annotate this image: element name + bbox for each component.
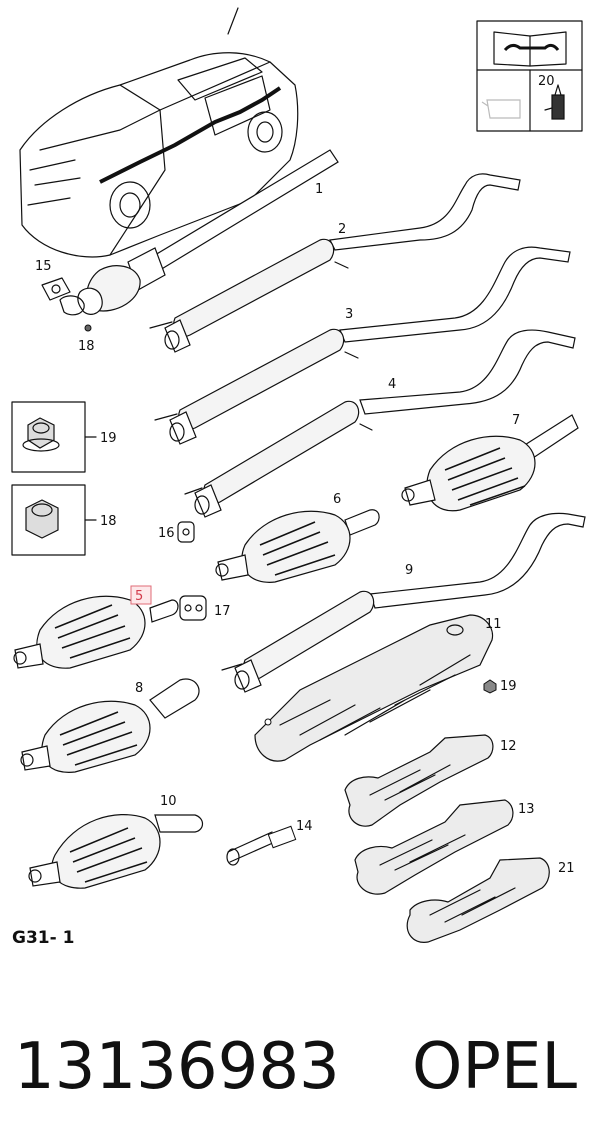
manual-book-icon xyxy=(493,31,567,67)
callout-9: 9 xyxy=(405,563,413,578)
legend-item-label: 20 xyxy=(538,74,555,89)
callout-5: 5 xyxy=(135,589,143,604)
part-14-clamp xyxy=(226,825,297,866)
part-15-gasket xyxy=(41,277,85,316)
callout-18-top: 18 xyxy=(78,339,95,354)
callout-13: 13 xyxy=(518,802,535,817)
callout-15: 15 xyxy=(35,259,52,274)
callout-4: 4 xyxy=(388,377,396,392)
callout-1: 1 xyxy=(315,182,323,197)
callout-8: 8 xyxy=(135,681,143,696)
part-21-heat-shield xyxy=(406,857,550,943)
part-11-heat-shield xyxy=(254,614,494,762)
reference-code: G31- 1 xyxy=(12,928,74,948)
part-16-rubber-mount xyxy=(177,521,195,543)
part-number: 13136983 xyxy=(14,1030,340,1104)
part-7-rear-silencer xyxy=(401,414,579,512)
tools-legend-box: 20 xyxy=(476,20,583,132)
callout-16: 16 xyxy=(158,526,175,541)
callout-6: 6 xyxy=(333,492,341,507)
part-17-rubber-mount xyxy=(179,595,207,621)
callout-21: 21 xyxy=(558,861,575,876)
callout-7: 7 xyxy=(512,413,520,428)
part-6-rear-silencer xyxy=(215,509,380,583)
part-5-rear-silencer xyxy=(13,595,179,669)
part-12-heat-shield xyxy=(344,734,494,827)
part-13-heat-shield xyxy=(354,799,514,895)
part-4-middle-silencer xyxy=(184,329,576,518)
part-8-rear-silencer xyxy=(20,678,200,773)
callout-2: 2 xyxy=(338,222,346,237)
part-19-nut-small xyxy=(483,679,497,694)
sealant-tube-icon xyxy=(544,84,565,120)
part-18-nut-box xyxy=(11,484,97,556)
part-9-middle-silencer xyxy=(221,512,586,693)
callout-18-box: 18 xyxy=(100,514,117,529)
brand-name: OPEL xyxy=(412,1030,577,1104)
callout-19-small: 19 xyxy=(500,679,517,694)
part-10-rear-silencer xyxy=(28,814,204,889)
part-3-middle-silencer xyxy=(154,246,571,445)
car-illustration xyxy=(19,7,299,258)
part-19-nut-box xyxy=(11,401,97,473)
callout-3: 3 xyxy=(345,307,353,322)
callout-12: 12 xyxy=(500,739,517,754)
callout-11: 11 xyxy=(485,617,502,632)
part-2-middle-silencer xyxy=(149,173,521,353)
callout-19-box: 19 xyxy=(100,431,117,446)
callout-17: 17 xyxy=(214,604,231,619)
oil-can-icon xyxy=(481,99,521,119)
callout-10: 10 xyxy=(160,794,177,809)
highlight-box-part-5 xyxy=(130,585,152,605)
part-18-nut-small xyxy=(84,324,92,332)
callout-14: 14 xyxy=(296,819,313,834)
